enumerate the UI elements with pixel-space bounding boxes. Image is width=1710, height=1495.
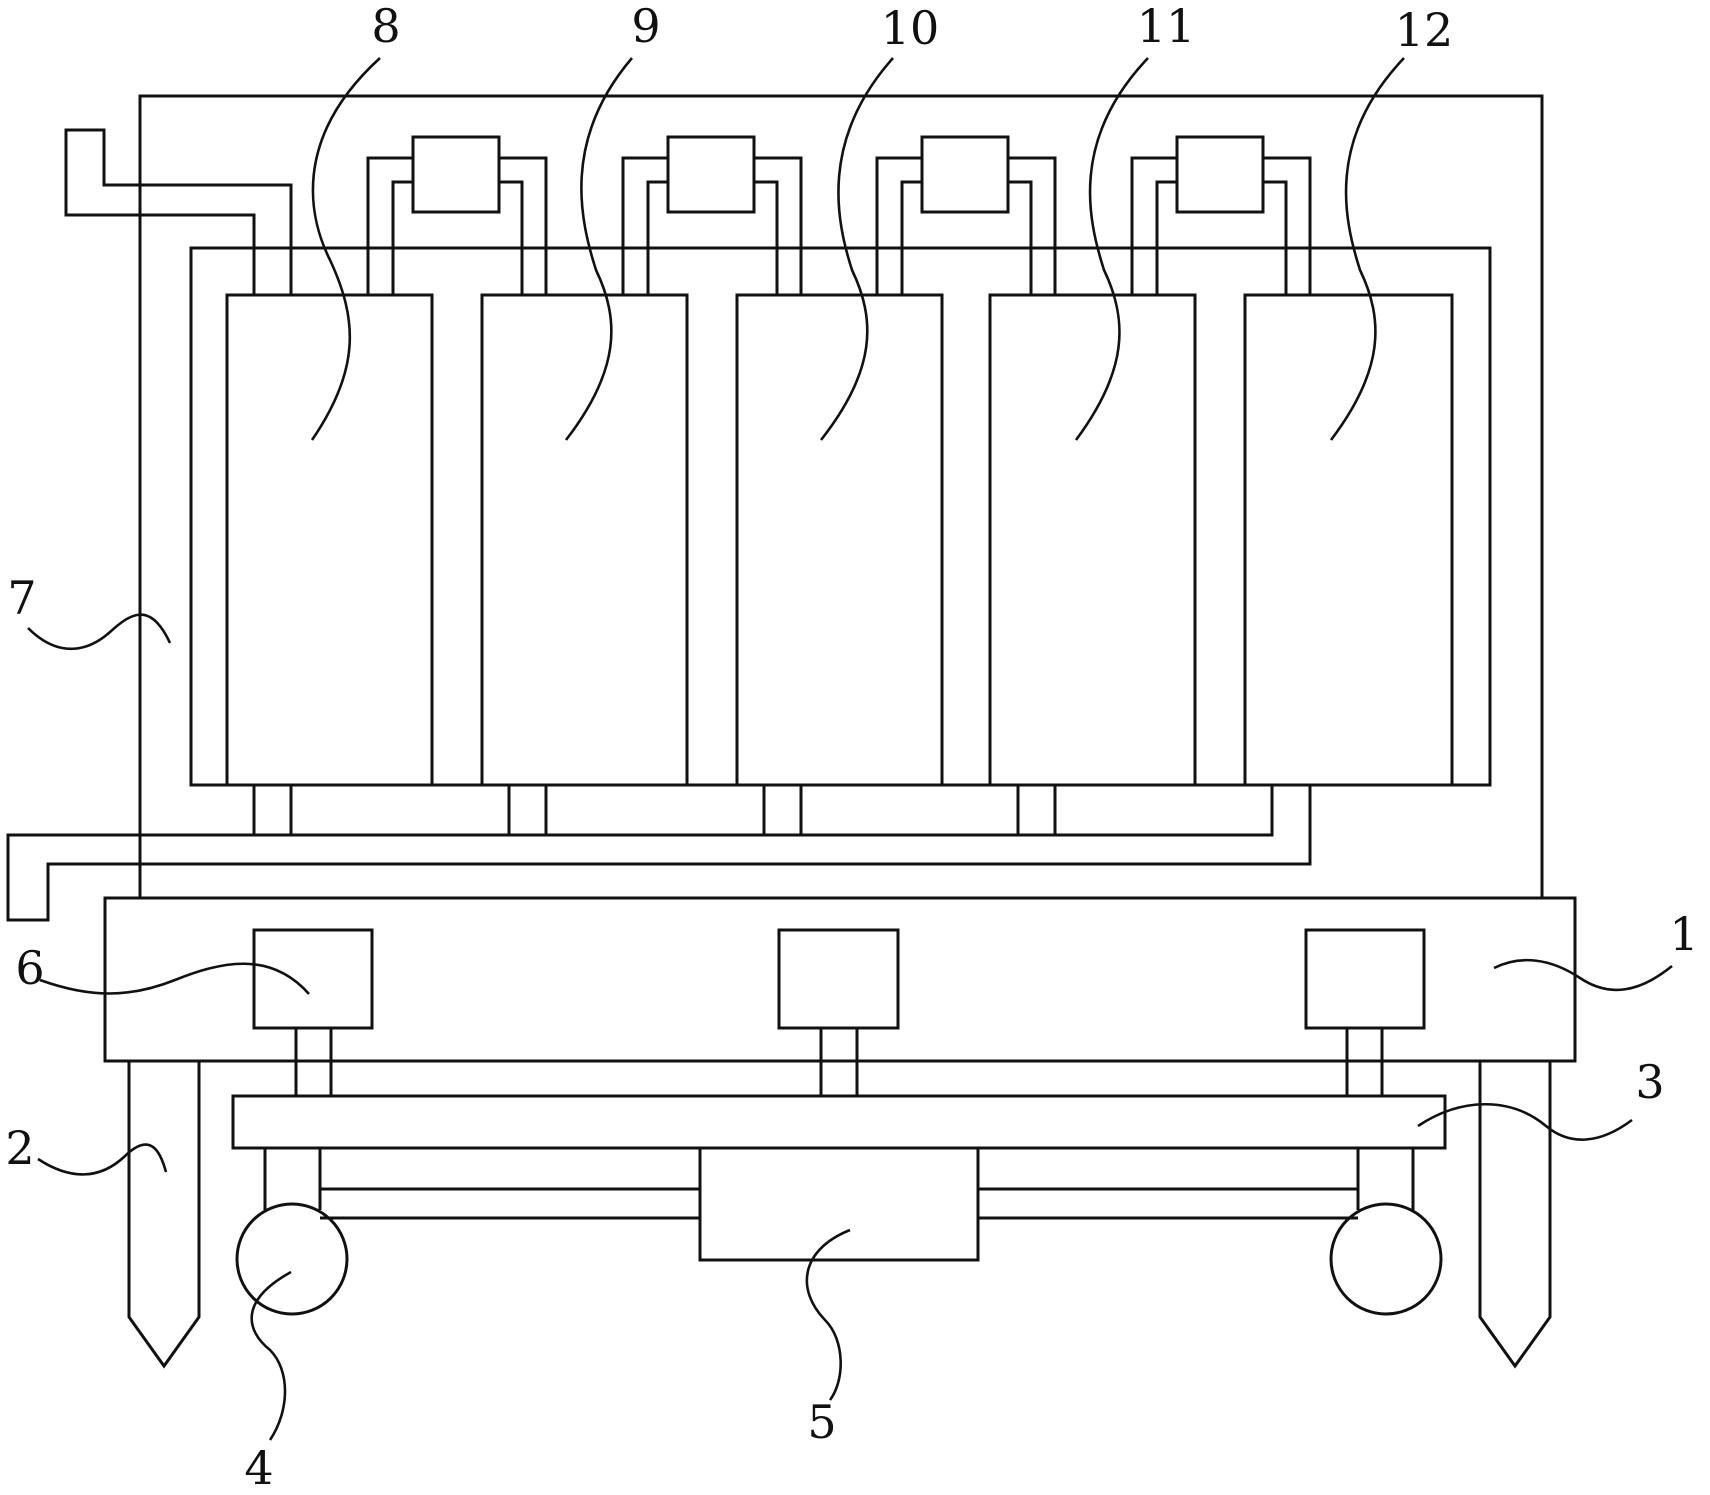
leader-1 <box>1493 958 1673 992</box>
inlet-pipe <box>64 128 293 295</box>
tank-9 <box>480 293 689 787</box>
connector-pipe <box>646 180 668 295</box>
leader-8 <box>310 57 381 441</box>
axle-tube-right <box>978 1187 1358 1220</box>
ref-label-9: 9 <box>631 0 660 53</box>
drive-shaft-middle <box>819 1028 859 1096</box>
connector-pipe <box>754 156 803 295</box>
inner-frame <box>189 246 1492 787</box>
leader-12 <box>1329 57 1405 441</box>
outer-frame <box>138 94 1544 898</box>
leader-3 <box>1417 1103 1633 1141</box>
connector-pipe <box>1155 180 1177 295</box>
carriage-plate <box>231 1094 1447 1150</box>
drain-stub <box>252 785 293 835</box>
drain-stub <box>1016 785 1057 835</box>
connector-pipe <box>499 180 524 295</box>
leader-6 <box>39 962 310 995</box>
tank-11 <box>988 293 1197 787</box>
connector-9-10 <box>621 135 803 295</box>
leader-10 <box>819 57 894 441</box>
connector-pipe <box>366 156 413 295</box>
connector-pipe <box>391 180 413 295</box>
ref-label-6: 6 <box>15 941 44 995</box>
pump-box <box>920 135 1010 214</box>
ref-label-5: 5 <box>807 1395 836 1449</box>
drain-stubs <box>252 785 1057 835</box>
leader-7 <box>27 613 172 651</box>
connector-pipe <box>900 180 922 295</box>
connector-pipe <box>621 156 668 295</box>
connector-pipe <box>1263 156 1312 295</box>
pump-box <box>411 135 501 214</box>
connector-pipe <box>1008 156 1057 295</box>
drive-shaft-left <box>294 1028 333 1096</box>
ref-label-12: 12 <box>1395 3 1454 57</box>
axle-tube-left <box>320 1187 700 1220</box>
pump-box <box>1175 135 1265 214</box>
drain-stub <box>507 785 548 835</box>
connector-10-11 <box>875 135 1057 295</box>
connector-pipe <box>875 156 922 295</box>
connector-pipe <box>499 156 548 295</box>
connector-pipe <box>1130 156 1177 295</box>
pump-box <box>666 135 756 214</box>
connector-pipe <box>754 180 779 295</box>
ref-label-11: 11 <box>1137 0 1196 53</box>
ref-label-4: 4 <box>244 1441 273 1495</box>
base-box <box>103 896 1577 1063</box>
motor-box <box>698 1146 980 1262</box>
connector-11-12 <box>1130 135 1312 295</box>
drain-manifold <box>6 785 1312 922</box>
wheel-left <box>235 1202 349 1316</box>
ref-label-10: 10 <box>881 1 940 55</box>
wheel-right <box>1329 1202 1443 1316</box>
drive-unit-left <box>252 928 374 1030</box>
leader-9 <box>564 57 633 441</box>
ref-label-1: 1 <box>1669 907 1698 961</box>
ref-label-3: 3 <box>1635 1055 1664 1109</box>
tank-8 <box>225 293 434 787</box>
tank-10 <box>735 293 944 787</box>
leader-4 <box>250 1270 292 1441</box>
ref-label-7: 7 <box>7 571 36 625</box>
connector-8-9 <box>366 135 548 295</box>
ref-label-8: 8 <box>371 0 400 53</box>
drive-shaft-right <box>1345 1028 1384 1096</box>
leg-left <box>127 1061 201 1369</box>
leader-5 <box>805 1228 851 1401</box>
leader-11 <box>1074 57 1149 441</box>
connector-pipe <box>1263 180 1288 295</box>
tank-12 <box>1243 293 1454 787</box>
wheel-support-right <box>1356 1148 1415 1210</box>
drain-stub <box>762 785 803 835</box>
leader-2 <box>37 1143 168 1176</box>
ref-label-2: 2 <box>5 1121 34 1175</box>
wheel-support-left <box>263 1148 322 1210</box>
connector-pipe <box>1008 180 1033 295</box>
leg-right <box>1478 1061 1552 1369</box>
drive-unit-middle <box>777 928 900 1030</box>
drive-unit-right <box>1304 928 1426 1030</box>
